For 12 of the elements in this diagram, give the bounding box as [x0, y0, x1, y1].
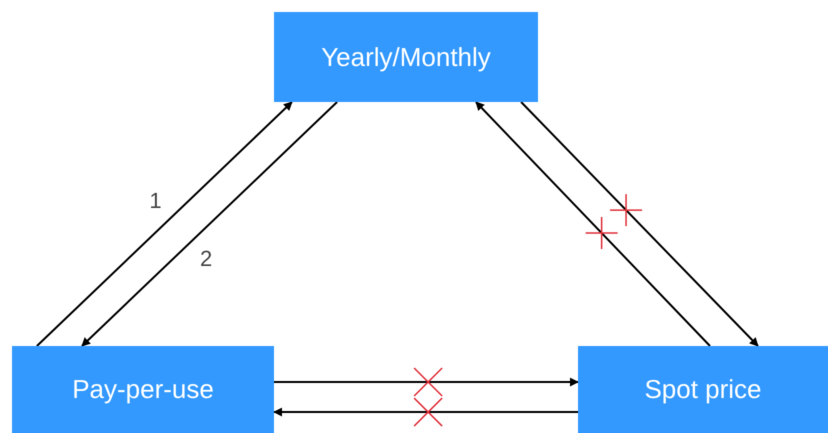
arrow: [273, 408, 578, 417]
node-label: Spot price: [644, 374, 762, 405]
process-box: [274, 12, 538, 102]
arrow: [520, 101, 759, 347]
arrow: [475, 101, 711, 347]
process-box: [12, 346, 274, 433]
arrow: [36, 101, 293, 347]
arrow: [81, 101, 338, 347]
node-label: Yearly/Monthly: [321, 42, 491, 72]
node-label: Pay-per-use: [72, 374, 214, 405]
arrow: [274, 378, 579, 387]
process-box: [578, 346, 828, 433]
